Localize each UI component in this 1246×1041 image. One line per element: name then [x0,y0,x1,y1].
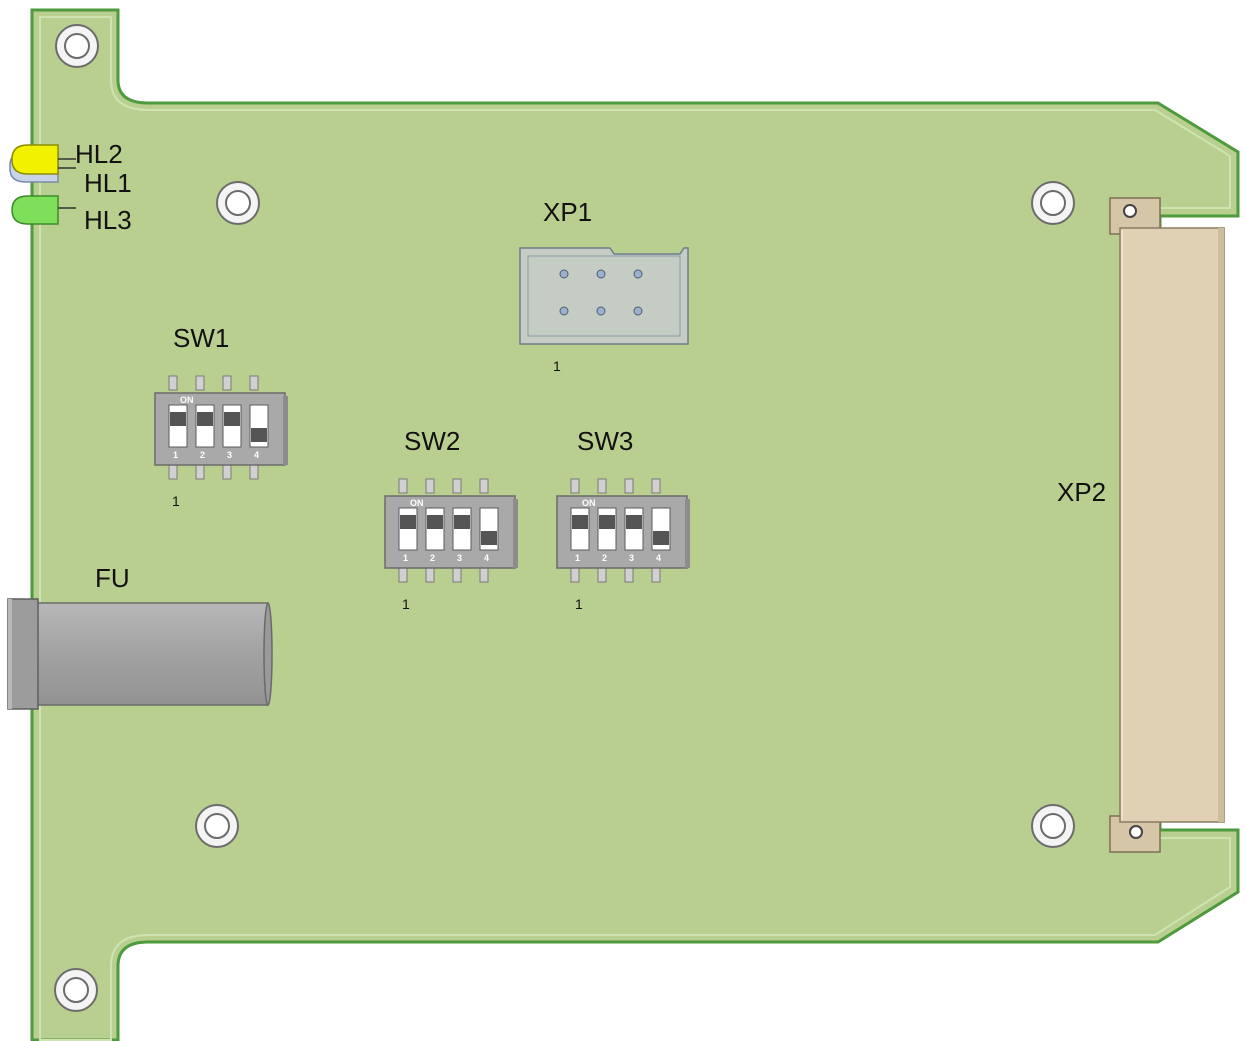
label-hl1: HL1 [84,168,132,198]
switch-position-number: 3 [457,553,462,563]
switch-pin [452,478,462,494]
switch-position-number: 1 [403,553,408,563]
switch-pin [425,567,435,583]
edge-connector-icon [1109,197,1225,853]
switch-pin [570,478,580,494]
mounting-hole-icon [55,24,99,68]
switch-pin [651,478,661,494]
switch-pin [168,375,178,391]
switch-position-number: 4 [254,450,259,460]
switch-on-label: ON [410,498,424,508]
switch-pin [651,567,661,583]
switch-actuator [572,515,588,529]
switch-position-number: 3 [629,553,634,563]
label-sw1-pin1: 1 [172,493,180,509]
switch-pin [624,478,634,494]
label-sw1: SW1 [173,323,229,353]
switch-pin [452,567,462,583]
switch-pin [249,464,259,480]
label-hl3: HL3 [84,205,132,235]
switch-pin [168,464,178,480]
switch-pin [425,478,435,494]
switch-actuator [626,515,642,529]
label-xp1: XP1 [543,197,592,227]
switch-pin [249,375,259,391]
switch-actuator [224,412,240,426]
switch-pin [597,478,607,494]
pin-header-icon [519,247,689,345]
label-xp1-pin1: 1 [553,358,561,374]
switch-position-number: 4 [484,553,489,563]
switch-position-number: 2 [602,553,607,563]
switch-body-shadow [513,499,518,568]
switch-actuator [599,515,615,529]
label-hl2: HL2 [75,139,123,169]
switch-position-number: 1 [173,450,178,460]
switch-position-number: 2 [430,553,435,563]
dip-switch-sw1-icon: ON 1 2 3 4 [154,375,288,480]
dip-switch-sw2-icon: ON 1 2 3 4 [384,478,518,583]
mounting-hole-icon [1031,804,1075,848]
switch-position-number: 3 [227,450,232,460]
switch-position-number: 1 [575,553,580,563]
switch-actuator [481,531,497,545]
switch-actuator [427,515,443,529]
label-fu: FU [95,563,130,593]
label-xp2: XP2 [1057,477,1106,507]
switch-actuator [197,412,213,426]
label-sw3: SW3 [577,426,633,456]
mounting-hole-icon [195,804,239,848]
label-sw2-pin1: 1 [402,596,410,612]
switch-position-number: 4 [656,553,661,563]
dip-switch-sw3-icon: ON 1 2 3 4 [556,478,690,583]
switch-body-shadow [685,499,690,568]
switch-actuator [251,428,267,442]
switch-pin [597,567,607,583]
switch-pin [195,375,205,391]
switch-on-label: ON [180,395,194,405]
switch-pin [479,567,489,583]
switch-pin [222,375,232,391]
switch-pin [398,567,408,583]
switch-position-number: 2 [200,450,205,460]
led-hl3-icon [11,195,76,225]
label-sw3-pin1: 1 [575,596,583,612]
switch-pin [570,567,580,583]
switch-actuator [400,515,416,529]
switch-pin [222,464,232,480]
switch-pin [398,478,408,494]
switch-on-label: ON [582,498,596,508]
switch-body-shadow [283,396,288,465]
switch-actuator [653,531,669,545]
switch-pin [479,478,489,494]
label-sw2: SW2 [404,426,460,456]
switch-pin [195,464,205,480]
switch-pin [624,567,634,583]
mounting-hole-icon [54,968,98,1012]
switch-actuator [170,412,186,426]
led-hl2-icon [11,144,76,175]
mounting-hole-icon [1031,181,1075,225]
mounting-hole-icon [216,181,260,225]
switch-actuator [454,515,470,529]
fuse-holder-icon [7,598,273,710]
